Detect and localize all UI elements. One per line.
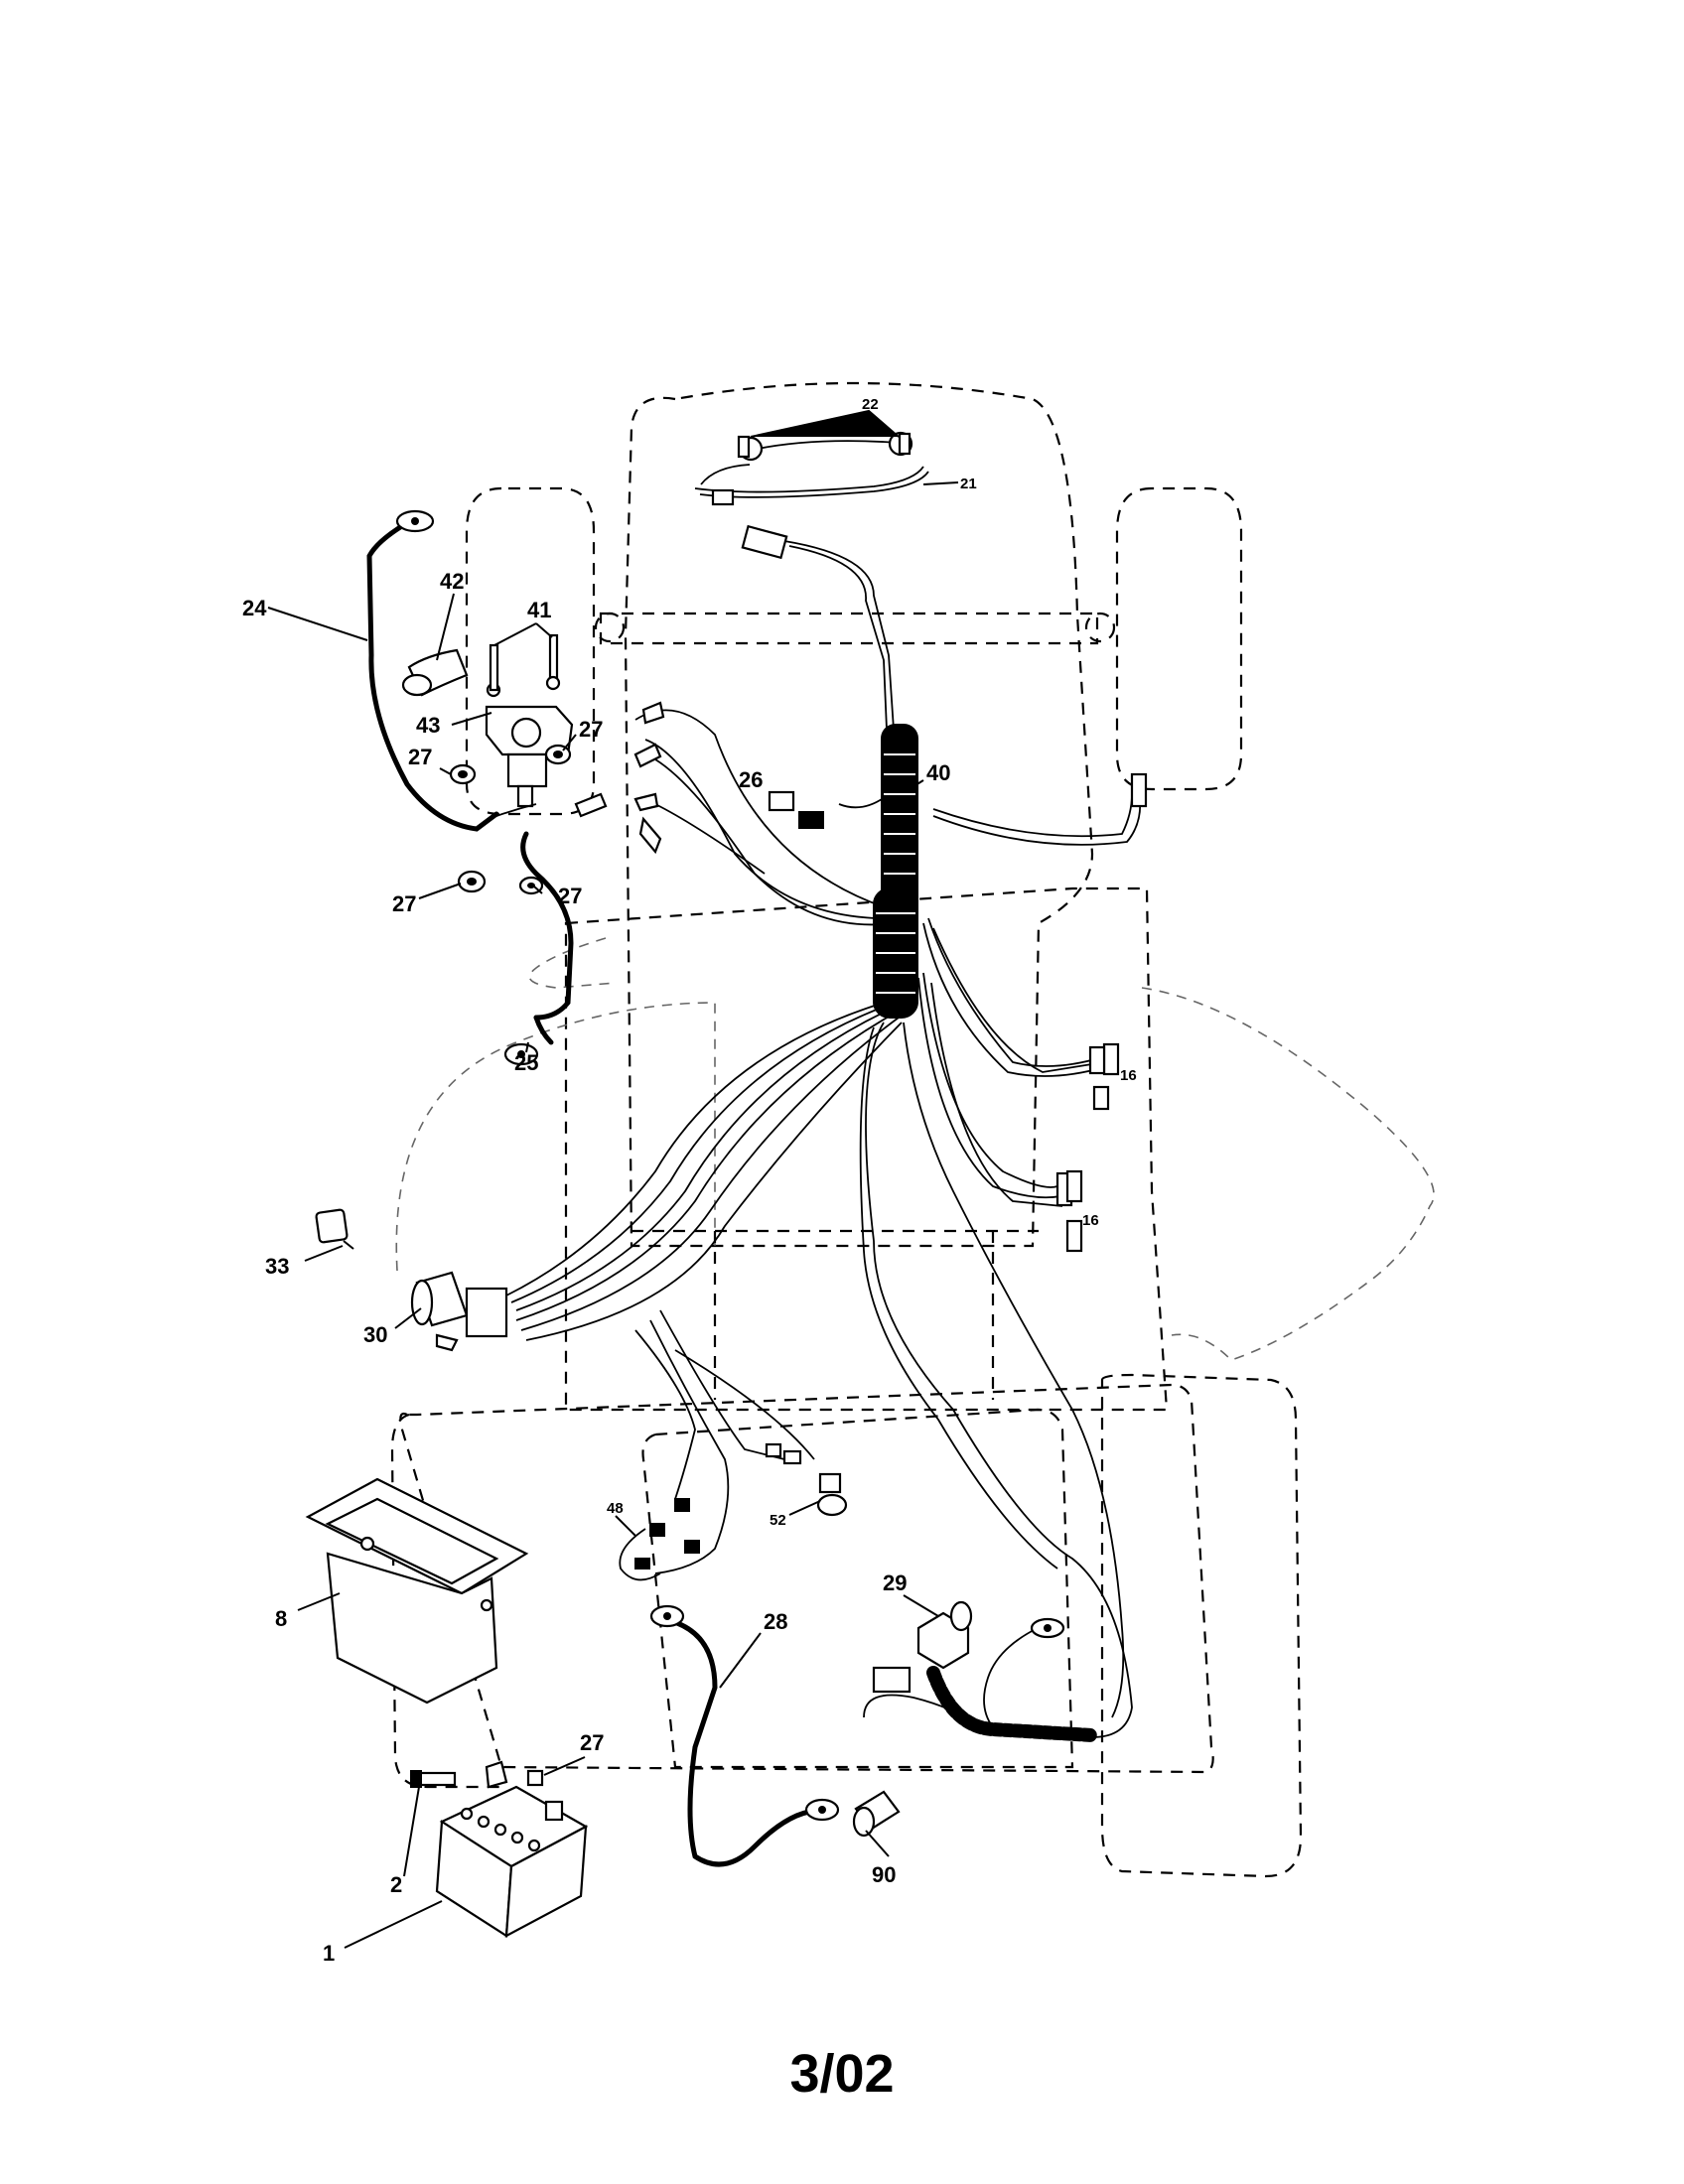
callout-27-e: 27 [580, 1730, 604, 1755]
ignition-switch-30 [410, 1271, 508, 1352]
positive-cable-25 [495, 701, 665, 1066]
callout-26: 26 [739, 767, 763, 792]
callout-41: 41 [527, 598, 551, 622]
seat-switch-29 [872, 1600, 1065, 1694]
leader-lines [267, 409, 959, 1949]
battery-1 [435, 1785, 589, 1938]
callout-2: 2 [390, 1872, 402, 1897]
callout-90: 90 [872, 1862, 896, 1887]
callout-42: 42 [440, 569, 464, 594]
callout-labels: 22 21 42 41 24 43 27 27 27 27 26 40 25 1… [242, 396, 1137, 1966]
callout-40: 40 [926, 760, 950, 785]
headlight-bulbs [711, 431, 913, 560]
ground-cable-24 [366, 509, 499, 832]
callout-28: 28 [764, 1609, 787, 1634]
callout-24: 24 [242, 596, 267, 620]
callout-48: 48 [607, 1500, 624, 1517]
callout-16-a: 16 [1120, 1067, 1137, 1084]
connector-52 [765, 1442, 848, 1517]
terminal-boot-90 [852, 1790, 901, 1838]
callout-16-b: 16 [1082, 1212, 1099, 1229]
harness-loom [873, 724, 1099, 1742]
revision-code: 3/02 [789, 2044, 895, 2104]
callout-1: 1 [323, 1941, 335, 1966]
callout-25: 25 [514, 1050, 538, 1075]
callout-8: 8 [275, 1606, 287, 1631]
right-connectors [1055, 772, 1148, 1253]
battery-box-8 [305, 1477, 529, 1705]
ignition-key-33 [315, 1208, 354, 1250]
negative-cable-28 [649, 1604, 840, 1867]
connectors-26 [768, 790, 824, 829]
callout-27-d: 27 [558, 884, 582, 908]
callout-27-a: 27 [579, 717, 603, 742]
callout-33: 33 [265, 1254, 289, 1279]
callout-27-c: 27 [392, 891, 416, 916]
starter-solenoid-43 [485, 633, 574, 808]
callout-43: 43 [416, 713, 440, 738]
connector-48 [619, 1498, 700, 1581]
callout-27-b: 27 [408, 745, 432, 769]
terminal-bolts-2 [410, 1760, 544, 1789]
callout-29: 29 [883, 1570, 907, 1595]
callout-21: 21 [960, 476, 977, 492]
callout-52: 52 [770, 1512, 786, 1529]
chassis-outline [390, 381, 1435, 1878]
terminal-boot-42 [401, 648, 469, 697]
callout-30: 30 [363, 1322, 387, 1347]
callout-22: 22 [862, 396, 879, 413]
